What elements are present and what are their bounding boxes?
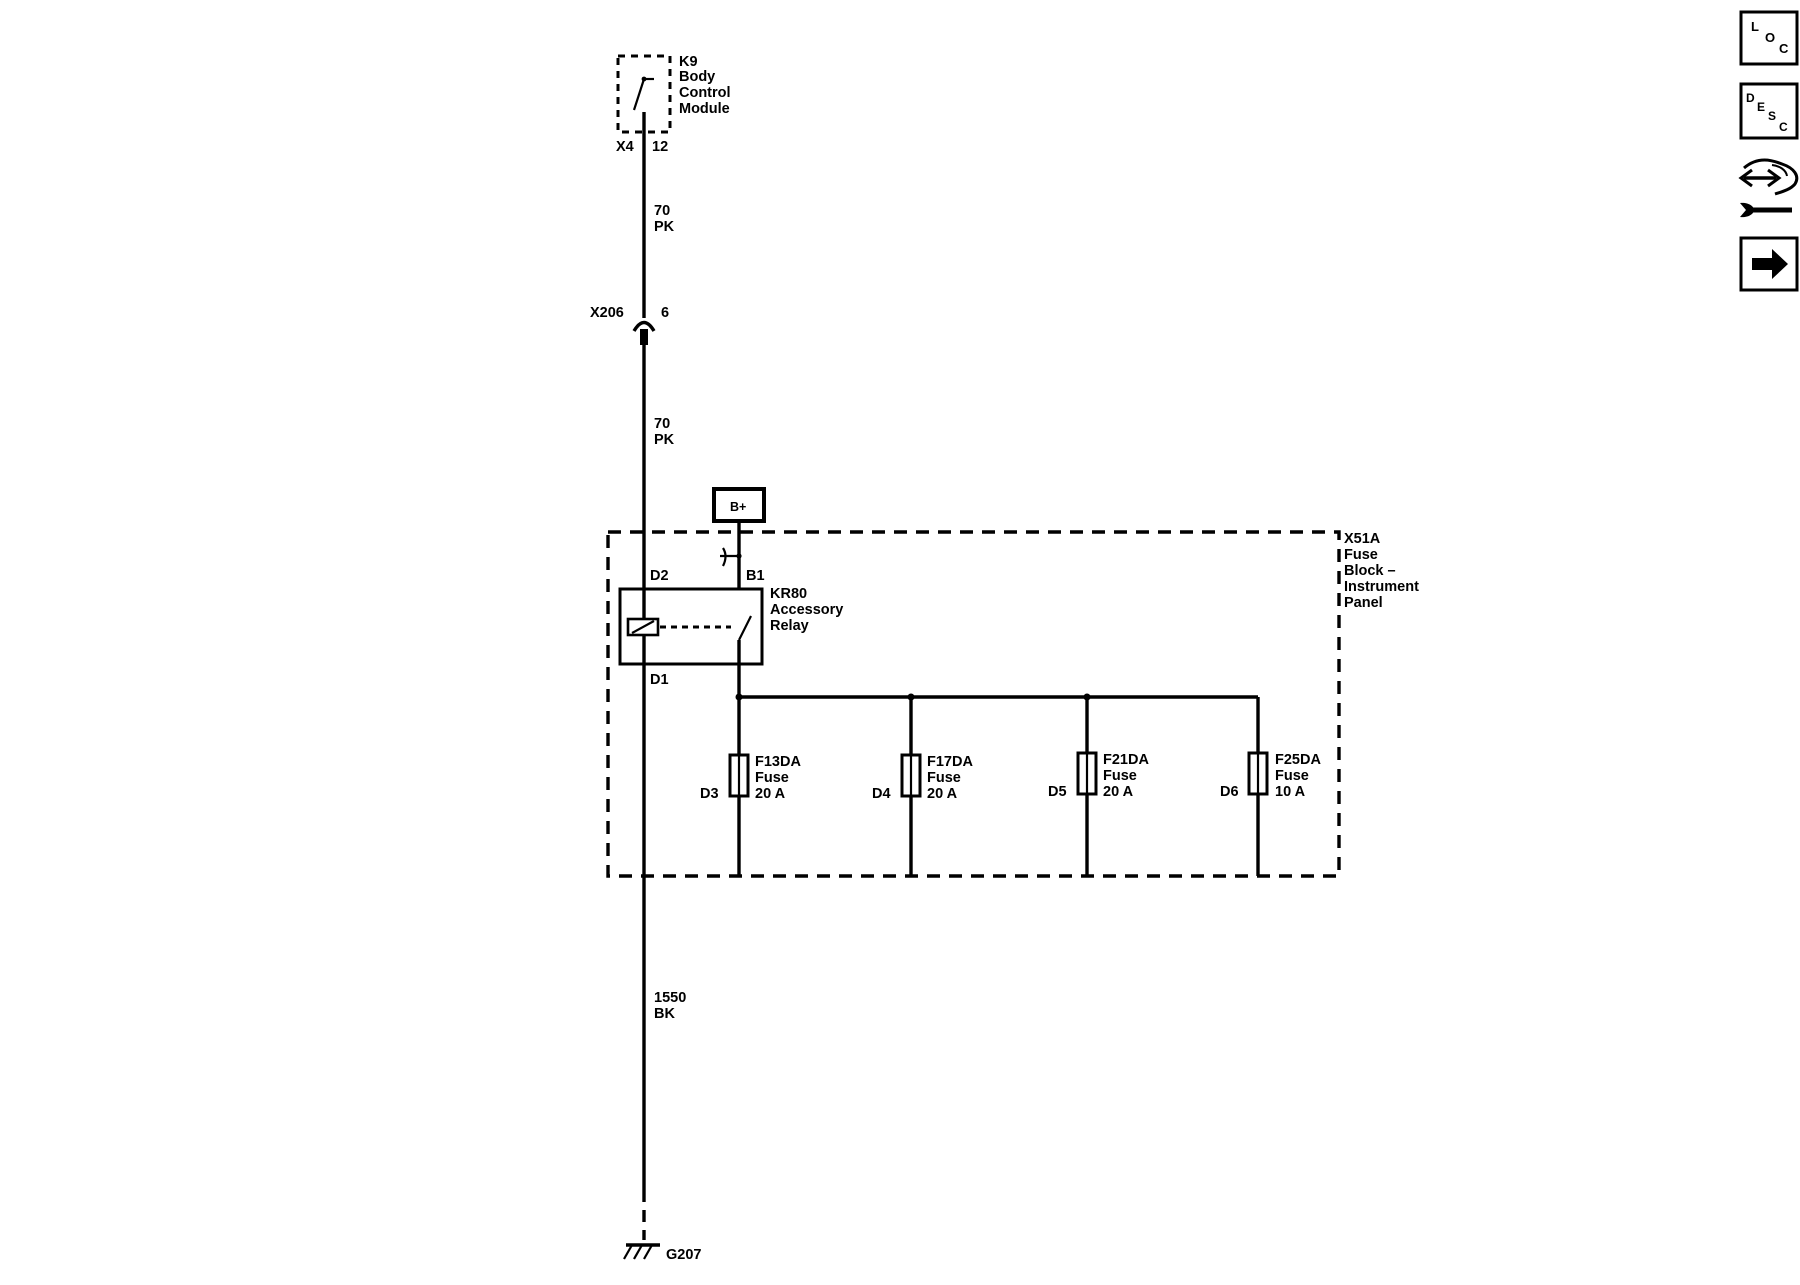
fuse-f25da-name: Fuse [1275, 768, 1309, 784]
next-page-button[interactable] [1739, 236, 1799, 292]
fuse-f17da-pin: D4 [872, 786, 891, 802]
bcm-pin: 12 [652, 139, 668, 155]
fuse-f25da-ref: F25DA [1275, 752, 1321, 768]
description-letter-2: E [1757, 100, 1765, 114]
fuse-block-outline [606, 530, 1341, 878]
bcm-ref: K9 [679, 54, 698, 70]
ground-g207: G207 [623, 1243, 701, 1263]
bcm-connector: X4 [616, 139, 634, 155]
relay-label-1: Accessory [770, 602, 843, 618]
fuse-f17da-ref: F17DA [927, 754, 973, 770]
ground-hatch-1 [623, 1244, 633, 1260]
description-button-frame [1739, 82, 1799, 140]
x206-ref: X206 [590, 305, 624, 321]
ground-ref: G207 [666, 1247, 701, 1263]
battery-label: B+ [730, 500, 746, 514]
splice-arc [722, 547, 727, 567]
fuse-f17da: F17DA Fuse 20 A D4 [872, 697, 973, 876]
description-button[interactable]: D E S C [1739, 82, 1799, 140]
location-button-frame [1739, 10, 1799, 66]
location-letter-3: C [1779, 41, 1789, 56]
fuse-f13da: F13DA Fuse 20 A D3 [700, 697, 801, 876]
bcm-label-1: Body [679, 69, 715, 85]
relay-label-2: Relay [770, 618, 809, 634]
relay-coil-pin-top: D2 [650, 568, 669, 584]
description-letter-1: D [1746, 91, 1755, 105]
splice-dot [736, 553, 742, 559]
battery-positive-source: B+ [712, 487, 766, 532]
fuse-block-ref: X51A [1344, 531, 1381, 547]
x206-connector: X206 6 [590, 305, 669, 345]
body-control-module: K9 Body Control Module X4 12 [616, 54, 731, 155]
relay-body [618, 587, 764, 666]
x206-pin: 6 [661, 305, 669, 321]
wire-fuse-block-color: PK [654, 432, 675, 448]
bcm-label-2: Control [679, 85, 731, 101]
fuse-f17da-rating: 20 A [927, 786, 958, 802]
fuse-f21da-rating: 20 A [1103, 784, 1134, 800]
relay-coil-slash [631, 620, 655, 634]
fuse-f25da-rating: 10 A [1275, 784, 1306, 800]
ground-hatch-3 [643, 1244, 653, 1260]
fuse-f13da-ref: F13DA [755, 754, 801, 770]
service-procedure-button[interactable] [1738, 158, 1799, 218]
fuse-block-label-1: Fuse [1344, 547, 1378, 563]
wrench-icon [1740, 202, 1754, 218]
location-letter-2: O [1765, 30, 1775, 45]
fuse-f25da-pin: D6 [1220, 784, 1239, 800]
fuse-f13da-name: Fuse [755, 770, 789, 786]
fuse-f21da-name: Fuse [1103, 768, 1137, 784]
bcm-switch-blade [632, 78, 646, 111]
bcm-outline [616, 54, 672, 134]
relay-switch-pin: B1 [746, 568, 765, 584]
accessory-relay: D2 B1 D1 KR80 Accessory Relay [618, 532, 843, 697]
relay-switch-blade [738, 615, 752, 641]
description-letter-4: C [1779, 120, 1788, 134]
fuse-f21da-ref: F21DA [1103, 752, 1149, 768]
fuse-block-label-2: Block – [1344, 563, 1396, 579]
service-arrow-right-head [1767, 168, 1782, 188]
service-hand-outline [1743, 158, 1799, 196]
location-letter-1: L [1751, 19, 1759, 34]
fuse-f13da-pin: D3 [700, 786, 719, 802]
bcm-label-3: Module [679, 101, 730, 117]
fuse-f21da: F21DA Fuse 20 A D5 [1048, 697, 1149, 876]
location-button[interactable]: L O C [1739, 10, 1799, 66]
wire-ground-color: BK [654, 1006, 675, 1022]
relay-ref: KR80 [770, 586, 807, 602]
fuse-f21da-pin: D5 [1048, 784, 1067, 800]
fuse-block-label-4: Panel [1344, 595, 1383, 611]
ground-hatch-2 [633, 1244, 643, 1260]
wire-fuse-block-circuit: 70 [654, 416, 670, 432]
wire-ground-circuit: 1550 [654, 990, 686, 1006]
fuse-f25da: F25DA Fuse 10 A D6 [1220, 697, 1321, 876]
relay-coil-pin-bottom: D1 [650, 672, 669, 688]
wire-bcm-color: PK [654, 219, 675, 235]
service-arrow-left-head [1738, 168, 1753, 188]
x206-female-arc [632, 320, 656, 332]
fuse-f13da-rating: 20 A [755, 786, 786, 802]
fuse-block-label-3: Instrument [1344, 579, 1419, 595]
fuse-f17da-name: Fuse [927, 770, 961, 786]
service-hand-finger [1771, 164, 1788, 177]
description-letter-3: S [1768, 109, 1776, 123]
x206-male-pin [640, 329, 648, 345]
arrow-right-icon [1752, 249, 1788, 279]
fuse-block-label: X51A Fuse Block – Instrument Panel [1344, 531, 1419, 611]
wire-bcm-circuit: 70 [654, 203, 670, 219]
